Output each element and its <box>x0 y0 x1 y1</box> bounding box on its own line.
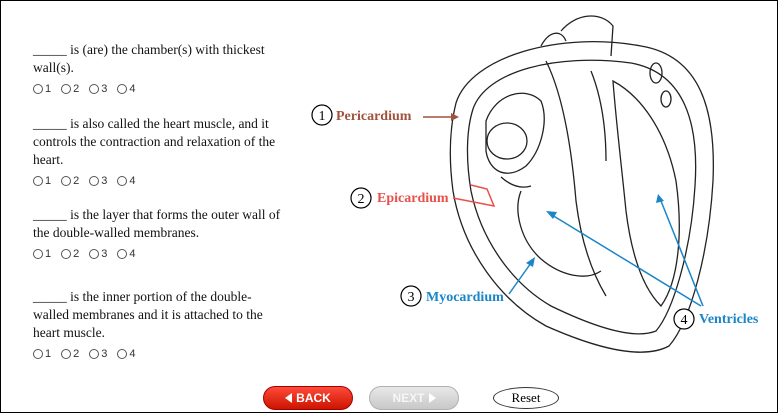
radio-button[interactable] <box>33 84 43 94</box>
question-4-options: 1 2 3 4 <box>33 345 283 363</box>
q4-option-3[interactable]: 3 <box>89 345 107 363</box>
q2-option-3[interactable]: 3 <box>89 172 107 190</box>
radio-button[interactable] <box>61 176 71 186</box>
question-1: _____ is (are) the chamber(s) with thick… <box>33 41 283 98</box>
q1-option-2[interactable]: 2 <box>61 80 79 98</box>
aorta <box>561 16 613 56</box>
septum <box>546 61 606 296</box>
label-pericardium: 1 Pericardium <box>312 105 459 125</box>
radio-button[interactable] <box>33 249 43 259</box>
label-1-name: Pericardium <box>336 109 412 124</box>
question-3-text: _____ is the layer that forms the outer … <box>33 206 283 242</box>
pericardium-outline <box>450 42 713 352</box>
radio-button[interactable] <box>117 84 127 94</box>
next-button[interactable]: NEXT <box>369 386 459 410</box>
q4-option-4[interactable]: 4 <box>117 345 135 363</box>
radio-button[interactable] <box>117 349 127 359</box>
q3-option-1[interactable]: 1 <box>33 245 51 263</box>
radio-button[interactable] <box>33 349 43 359</box>
radio-button[interactable] <box>61 249 71 259</box>
question-4-text: _____ is the inner portion of the double… <box>33 288 283 342</box>
next-arrow-icon <box>429 393 436 403</box>
radio-button[interactable] <box>89 249 99 259</box>
q1-option-1[interactable]: 1 <box>33 80 51 98</box>
question-2-options: 1 2 3 4 <box>33 172 283 190</box>
q1-option-4[interactable]: 4 <box>117 80 135 98</box>
q4-option-2[interactable]: 2 <box>61 345 79 363</box>
heart-outline <box>467 60 695 334</box>
q3-option-2[interactable]: 2 <box>61 245 79 263</box>
question-3: _____ is the layer that forms the outer … <box>33 206 283 263</box>
label-myocardium: 3 Myocardium <box>401 257 535 306</box>
right-ventricle <box>518 191 601 276</box>
question-1-options: 1 2 3 4 <box>33 80 283 98</box>
q3-option-4[interactable]: 4 <box>117 245 135 263</box>
radio-button[interactable] <box>33 176 43 186</box>
radio-button[interactable] <box>61 84 71 94</box>
label-epicardium: 2 Epicardium <box>351 185 494 208</box>
left-ventricle <box>613 81 679 306</box>
radio-button[interactable] <box>61 349 71 359</box>
q2-option-2[interactable]: 2 <box>61 172 79 190</box>
q3-option-3[interactable]: 3 <box>89 245 107 263</box>
radio-button[interactable] <box>117 176 127 186</box>
label-3-name: Myocardium <box>426 290 504 305</box>
reset-button[interactable]: Reset <box>493 387 559 409</box>
question-3-options: 1 2 3 4 <box>33 245 283 263</box>
q2-option-1[interactable]: 1 <box>33 172 51 190</box>
radio-button[interactable] <box>89 84 99 94</box>
label-ventricles: 4 Ventricles <box>546 194 759 329</box>
q1-option-3[interactable]: 3 <box>89 80 107 98</box>
label-1-number: 1 <box>319 109 326 124</box>
back-button[interactable]: BACK <box>263 386 353 410</box>
q4-option-1[interactable]: 1 <box>33 345 51 363</box>
label-4-name: Ventricles <box>699 312 759 327</box>
label-4-number: 4 <box>681 313 688 328</box>
question-4: _____ is the inner portion of the double… <box>33 288 283 363</box>
question-2-text: _____ is also called the heart muscle, a… <box>33 115 283 169</box>
label-2-name: Epicardium <box>377 191 449 206</box>
question-2: _____ is also called the heart muscle, a… <box>33 115 283 190</box>
label-2-number: 2 <box>358 192 365 207</box>
label-3-number: 3 <box>408 290 415 305</box>
left-atrium <box>486 93 544 173</box>
q2-option-4[interactable]: 4 <box>117 172 135 190</box>
radio-button[interactable] <box>117 249 127 259</box>
radio-button[interactable] <box>89 176 99 186</box>
question-1-text: _____ is (are) the chamber(s) with thick… <box>33 41 283 77</box>
back-arrow-icon <box>285 393 292 403</box>
radio-button[interactable] <box>89 349 99 359</box>
